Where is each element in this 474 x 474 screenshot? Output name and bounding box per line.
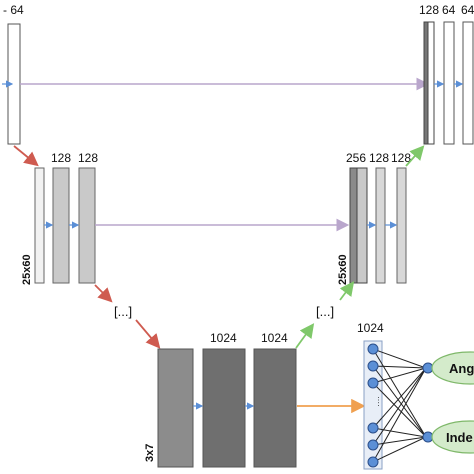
channel-label-l1-left: - 64	[3, 3, 24, 17]
dimension-label-l3: 3x7	[144, 444, 156, 462]
output-label-angle: Ang	[449, 361, 474, 376]
downsample-arrow-1	[13, 145, 39, 167]
feature-map-l2-concat-a	[349, 167, 358, 284]
feature-map-l1-concat-a	[423, 21, 429, 145]
feature-map-l2-pooled	[34, 167, 45, 284]
output-ellipse-angle	[431, 351, 474, 385]
channel-label-l2-left-b: 128	[78, 151, 98, 165]
upsample-arrow-3	[339, 281, 355, 301]
channel-label-l1-right-c: 64	[461, 3, 474, 17]
channel-label-l1-right-a: 128	[419, 3, 439, 17]
fc-ellipsis: ····	[374, 396, 383, 407]
upsample-arrow-2	[295, 323, 315, 349]
ellipsis-label-right: [...]	[316, 304, 334, 319]
fc-node	[367, 422, 379, 434]
downsample-arrow-3	[135, 319, 161, 349]
ellipsis-label-left: [...]	[114, 304, 132, 319]
channel-label-l3-b: 1024	[261, 331, 288, 345]
fc-node	[367, 360, 379, 372]
channel-label-l3-a: 1024	[210, 331, 237, 345]
feature-map-l1-concat-b	[427, 21, 435, 145]
feature-map-l3-conv-b	[253, 348, 297, 468]
channel-label-l1-right-b: 64	[442, 3, 456, 17]
upsample-arrow-1	[405, 145, 425, 167]
fc-label: 1024	[357, 321, 384, 335]
channel-label-l2-left-a: 128	[51, 151, 71, 165]
feature-map-l2-upconv-b	[396, 167, 407, 284]
feature-map-l3-conv-a	[202, 348, 246, 468]
fc-vector-bar	[363, 340, 383, 470]
feature-map-l2-conv-a	[52, 167, 70, 284]
channel-label-l2-right-b: 128	[369, 151, 389, 165]
feature-map-l2-concat-b	[356, 167, 368, 284]
fc-node	[367, 456, 379, 468]
output-ellipse-index	[431, 420, 474, 454]
dimension-label-l2-right: 25x60	[337, 254, 349, 285]
fc-node	[367, 343, 379, 355]
fc-node	[367, 377, 379, 389]
fc-node	[367, 439, 379, 451]
channel-label-l2-right-c: 128	[391, 151, 411, 165]
channel-label-l2-right-a: 256	[346, 151, 366, 165]
feature-map-l2-upconv-a	[375, 167, 386, 284]
feature-map-l2-conv-b	[78, 167, 96, 284]
feature-map-l1-conv-b	[462, 21, 474, 145]
dimension-label-l2-left: 25x60	[21, 254, 33, 285]
downsample-arrow-2	[94, 284, 113, 303]
feature-map-l1-conv-a	[443, 21, 455, 145]
fc-connections	[372, 348, 427, 463]
feature-map-l3-pooled	[157, 348, 194, 468]
output-label-index: Inde:	[446, 430, 474, 445]
